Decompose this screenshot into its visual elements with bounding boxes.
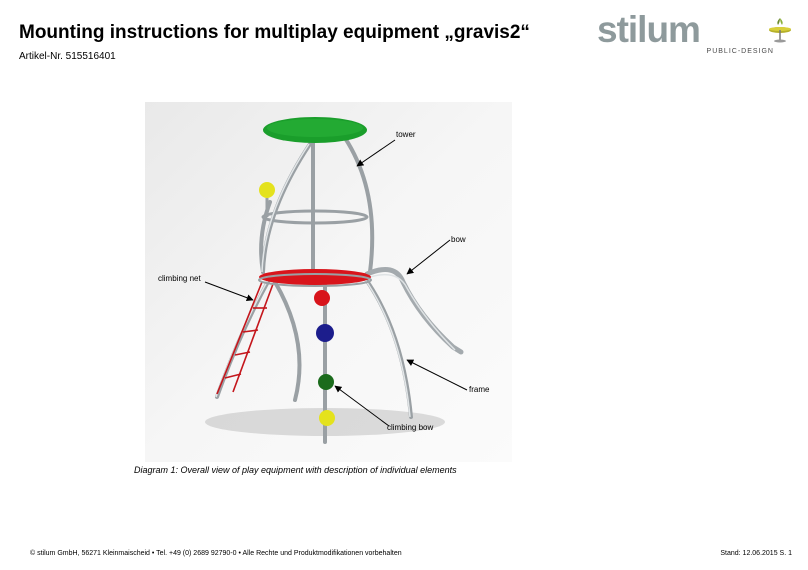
label-frame: frame <box>469 385 490 394</box>
ball-green <box>318 374 334 390</box>
climbing-net <box>216 281 274 395</box>
label-climbing-bow: climbing bow <box>387 423 433 432</box>
logo-wordmark: stilum <box>597 9 701 50</box>
platform-disc <box>259 269 371 285</box>
page-title: Mounting instructions for multiplay equi… <box>19 22 530 43</box>
ball-blue <box>316 324 334 342</box>
playground-roundabout-icon <box>769 18 791 43</box>
footer-copyright: © stilum GmbH, 56271 Kleinmaischeid • Te… <box>30 550 402 557</box>
label-tower: tower <box>396 130 416 139</box>
ball-yellow-top <box>259 182 275 198</box>
ball-yellow-bottom <box>319 410 335 426</box>
logo-tagline: PUBLIC-DESIGN <box>706 48 774 55</box>
article-number: Artikel-Nr. 515516401 <box>19 51 116 62</box>
label-climbing-net: climbing net <box>158 274 201 283</box>
equipment-diagram: tower bow climbing net frame climbing bo… <box>145 102 512 462</box>
balls <box>259 182 335 426</box>
diagram-caption: Diagram 1: Overall view of play equipmen… <box>134 465 457 475</box>
ball-red <box>314 290 330 306</box>
label-bow: bow <box>451 235 466 244</box>
company-logo: stilum PUBLIC-DESIGN <box>597 9 792 62</box>
label-arrows <box>204 139 468 427</box>
footer-page-info: Stand: 12.06.2015 S. 1 <box>720 550 792 557</box>
